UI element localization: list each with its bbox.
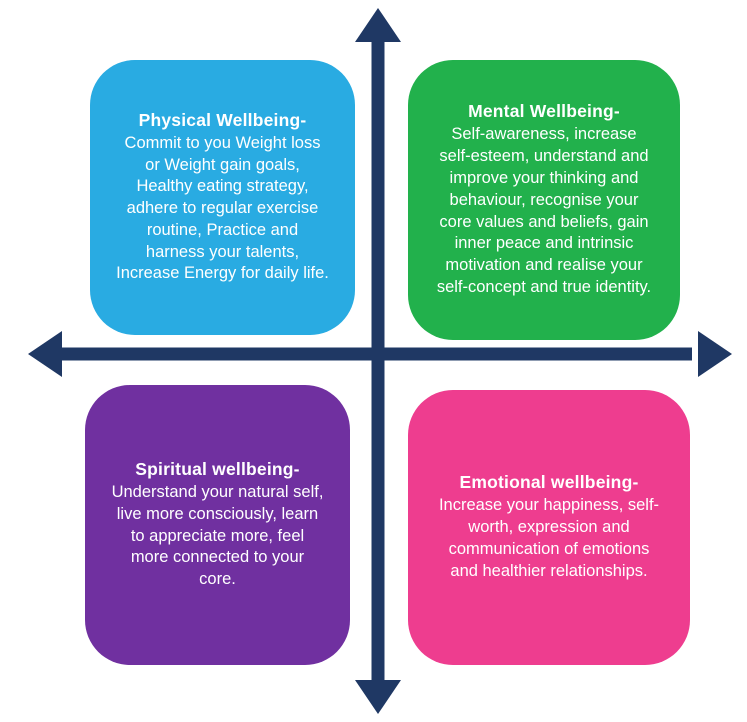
emotional-wellbeing-text: Increase your happiness, self-worth, exp… [438, 496, 660, 580]
spiritual-wellbeing-card: Spiritual wellbeing- Understand your nat… [85, 385, 350, 665]
mental-wellbeing-card: Mental Wellbeing- Self-awareness, increa… [408, 60, 680, 340]
arrow-down-icon [355, 680, 401, 714]
physical-wellbeing-card: Physical Wellbeing- Commit to you Weight… [90, 60, 355, 335]
spiritual-wellbeing-title: Spiritual wellbeing- [135, 459, 300, 480]
mental-wellbeing-text: Self-awareness, increase self-esteem, un… [436, 125, 652, 296]
arrow-up-icon [355, 8, 401, 42]
emotional-wellbeing-card: Emotional wellbeing- Increase your happi… [408, 390, 690, 665]
physical-wellbeing-title: Physical Wellbeing- [138, 109, 307, 130]
mental-wellbeing-title: Mental Wellbeing- [468, 101, 620, 122]
emotional-wellbeing-title: Emotional wellbeing- [459, 472, 639, 493]
arrow-left-icon [28, 331, 62, 377]
physical-wellbeing-text: Commit to you Weight loss or Weight gain… [116, 133, 329, 283]
spiritual-wellbeing-text: Understand your natural self, live more … [111, 483, 324, 589]
arrow-right-icon [698, 331, 732, 377]
